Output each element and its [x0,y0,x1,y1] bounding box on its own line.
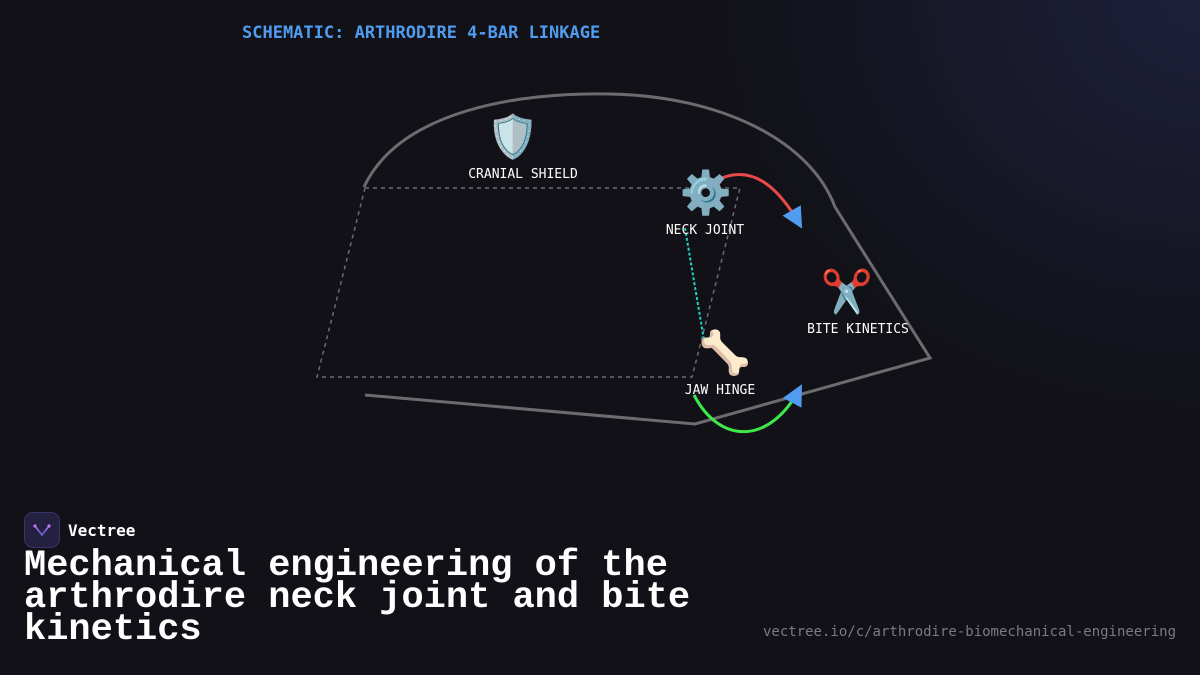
brand: Vectree [24,512,135,548]
neck-jaw-link [684,227,705,341]
jaw-hinge-label: JAW HINGE [684,383,756,398]
jaw-rotation-arrow [692,384,802,434]
vectree-logo-icon [24,512,60,548]
shield-icon: 🛡️ [486,112,540,161]
scissors-icon: ✂️ [820,267,874,316]
linkage-frame-dashed [316,187,741,378]
cranial-shield-label: CRANIAL SHIELD [468,167,578,182]
brand-name: Vectree [68,520,136,540]
bite-kinetics-label: BITE KINETICS [807,322,909,337]
schematic-title: SCHEMATIC: ARTHRODIRE 4-BAR LINKAGE [242,23,601,43]
skull-outline [362,92,933,426]
neck-rotation-arrow [721,173,803,229]
neck-joint-label: NECK JOINT [665,223,745,238]
headline: Mechanical engineering of the arthrodire… [24,545,691,651]
gear-icon: ⚙️ [679,168,733,217]
bone-icon: 🦴 [698,328,752,377]
source-url[interactable]: vectree.io/c/arthrodire-biomechanical-en… [762,624,1176,640]
